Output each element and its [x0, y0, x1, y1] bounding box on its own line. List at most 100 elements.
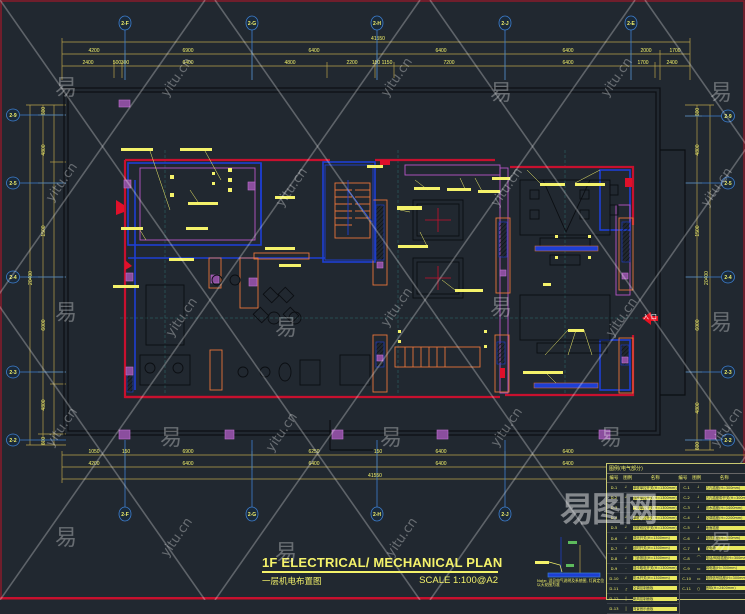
legend-code: D-8: [610, 555, 618, 561]
legend-description: 门铃按钮(H=1300mm): [633, 556, 677, 561]
legend-code: C-8: [683, 555, 690, 561]
left-dimension-labels: 20400 600 4800 1500 6000 4800 600: [28, 107, 47, 446]
legend-symbol-icon: ┘: [697, 505, 700, 511]
top-dimension-chain: [61, 38, 691, 80]
legend-symbol-icon: ┘: [624, 485, 628, 491]
grid-bubble[interactable]: 2-H: [370, 15, 384, 31]
legend-header-cell: 编号: [609, 476, 619, 481]
dim-label: 2200: [346, 60, 357, 66]
legend-symbol-icon: ┘: [624, 515, 628, 521]
legend-row: D-4┘单联双控开关(H=1300mm): [607, 513, 679, 524]
interior-walls-blue: [127, 161, 631, 391]
grid-bubble[interactable]: 2-H: [370, 506, 384, 522]
exterior-walls-red: [123, 158, 635, 399]
column-blocks: [118, 99, 717, 440]
annotation-callouts: [113, 148, 605, 374]
grid-bubble[interactable]: 2-4: [6, 270, 20, 284]
grid-bubble[interactable]: 2-2: [6, 433, 20, 447]
grid-bubble-label: 2-4: [9, 275, 16, 281]
ceiling-fixtures: [412, 179, 611, 341]
legend-symbol-icon: ▭: [696, 565, 701, 571]
legend-code: D-4: [610, 515, 618, 521]
grid-bubble[interactable]: 2-3: [721, 365, 735, 379]
title-block: 1F ELECTRICAL/ MECHANICAL PLAN 一层机电布置图 S…: [262, 555, 502, 587]
left-overall-dimension: 20400: [28, 271, 34, 285]
right-overall-dimension: 20400: [704, 271, 710, 285]
legend-code: C-5: [683, 525, 690, 531]
grid-bubble[interactable]: 2-3: [6, 365, 20, 379]
grid-bubble[interactable]: 2-5: [6, 176, 20, 190]
legend-description: 三联单控开关(H=1300mm): [633, 505, 677, 510]
dim-label: 2000: [640, 48, 651, 54]
grid-bubble-label: 2-G: [248, 512, 256, 518]
grid-bubble[interactable]: 2-2: [721, 433, 735, 447]
grid-bubble-label: 2-H: [373, 512, 381, 518]
dim-label: 4200: [88, 461, 99, 467]
right-dimension-labels: 20400 600 4800 1500 6000 4800 600: [695, 108, 710, 451]
legend-code: D-13: [609, 606, 619, 612]
grid-bubble[interactable]: 2-9: [721, 109, 735, 123]
grid-bubble-label: 2-2: [9, 438, 16, 444]
legend-description: 五孔插座带开关(H=300mm): [705, 495, 745, 500]
legend-symbol-icon: ▭: [696, 575, 701, 581]
dim-label: 600: [41, 437, 47, 446]
dim-label: 600: [41, 107, 47, 116]
legend-row: C-1┘五孔插座(H=300mm): [679, 483, 745, 494]
cad-drawing-canvas[interactable]: 41550 4200 6900 6400 6400 6400 2000 1700…: [0, 0, 745, 600]
legend-description: 电视插座(H=300mm): [705, 536, 745, 541]
legend-row: D-12│新风控制面板: [607, 594, 679, 605]
grid-bubble[interactable]: 2-E: [624, 15, 638, 31]
legend-description: 双联单控开关(H=1300mm): [633, 495, 677, 500]
legend-symbol-icon: ○: [696, 585, 701, 591]
fixture-crosshairs: [425, 208, 451, 290]
legend-symbol-icon: │: [624, 606, 628, 612]
grid-bubble[interactable]: 2-5: [721, 176, 735, 190]
grid-bubble[interactable]: 2-G: [245, 15, 259, 31]
dim-label: 6400: [182, 461, 193, 467]
legend-header-cell: 名称: [650, 476, 660, 481]
entrance-marker[interactable]: [642, 312, 658, 325]
legend-symbol-icon: ┌: [624, 585, 628, 591]
legend-symbol-icon: ┘: [697, 515, 700, 521]
staircase: [324, 164, 374, 261]
grid-bubble[interactable]: 2-J: [498, 506, 512, 522]
dim-label: 6400: [562, 48, 573, 54]
entrance-label: 入 口: [643, 314, 657, 321]
dim-label: 6400: [435, 449, 446, 455]
dim-label: 500: [113, 60, 122, 66]
furniture: [139, 179, 619, 386]
grid-bubble[interactable]: 2-F: [118, 506, 132, 522]
grid-bubble-label: 2-3: [724, 370, 731, 376]
legend-column-sockets: C-1┘五孔插座(H=300mm)C-2┘五孔插座带开关(H=300mm)C-3…: [678, 483, 745, 614]
drawing-title: 1F ELECTRICAL/ MECHANICAL PLAN: [262, 555, 502, 573]
dim-label: 1150: [382, 60, 393, 66]
legend-description: 双联双控开关(H=1300mm): [633, 525, 677, 530]
legend-row: D-6┘调光开关(H=1300mm): [607, 533, 679, 544]
grid-bubble-label: 2-G: [248, 21, 256, 27]
dim-label: 150: [374, 449, 383, 455]
legend-symbol-icon: ┘: [697, 495, 700, 501]
right-grid-bubbles: 2-9 2-5 2-4 2-3 2-2: [721, 109, 735, 447]
bottom-dimension-labels: 1050 150 6900 6250 150 6400 6400 4200 64…: [88, 449, 573, 479]
grid-bubble[interactable]: 2-G: [245, 506, 259, 522]
dim-label: 600: [695, 442, 701, 451]
left-dimension-chain: [26, 104, 66, 446]
legend-code: C-3: [683, 505, 690, 511]
grid-bubble[interactable]: 2-9: [6, 108, 20, 122]
bottom-overall-dimension: 41550: [368, 473, 382, 479]
dim-label: 4800: [41, 399, 47, 410]
watermark-stripes: [0, 0, 745, 600]
legend-row: C-3┘防水插座(H=1400mm): [679, 503, 745, 514]
grid-bubble-label: 2-9: [724, 114, 731, 120]
fixture-dots: [170, 168, 591, 348]
drawing-scale: SCALE 1:100@A2: [419, 575, 498, 586]
legend-symbol-icon: ┘: [624, 535, 628, 541]
grid-bubble[interactable]: 2-4: [721, 270, 735, 284]
grid-bubble[interactable]: 2-F: [118, 15, 132, 31]
legend-column-switches: D-1┘单联单控开关(H=1300mm)D-2┘双联单控开关(H=1300mm)…: [607, 483, 679, 614]
dim-label: 6400: [435, 48, 446, 54]
legend-description: 电话/网络插座(H=300mm): [705, 556, 745, 561]
left-grid-axes: [20, 114, 66, 441]
grid-bubble[interactable]: 2-J: [498, 15, 512, 31]
dim-label: 1050: [88, 449, 99, 455]
